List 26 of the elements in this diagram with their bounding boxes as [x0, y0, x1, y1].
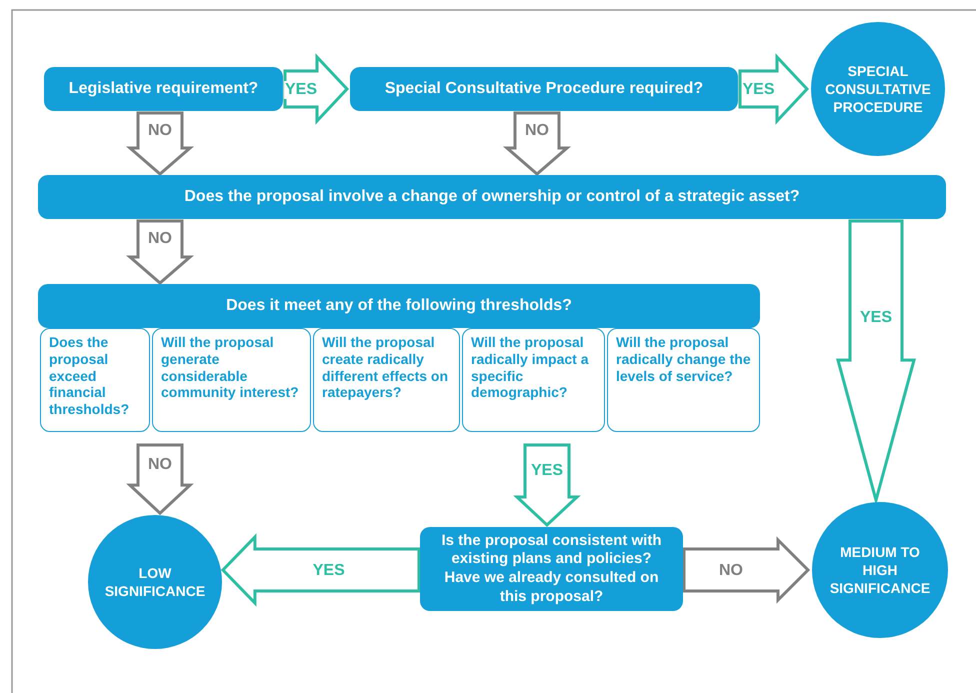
criterion-box: [313, 328, 460, 432]
decision-box: [350, 67, 738, 111]
criterion-box: [607, 328, 760, 432]
outcome-text: LOW SIGNIFICANCE: [104, 564, 206, 600]
question-text: Legislative requirement?: [68, 80, 258, 98]
decision-box: [44, 67, 283, 111]
question-text: Will the proposal radically change the levels of service?: [616, 334, 751, 384]
outcome-text: MEDIUM TO HIGH SIGNIFICANCE: [828, 542, 932, 598]
criterion-box: [462, 328, 605, 432]
edge-label: YES: [284, 81, 318, 99]
criterion-box: [152, 328, 311, 432]
decision-box: [38, 284, 760, 328]
question-text: Special Consultative Procedure required?: [384, 80, 704, 98]
outcome-text: SPECIAL CONSULTATIVE PROCEDURE: [825, 62, 931, 116]
decision-box: [420, 527, 683, 611]
question-text: Will the proposal generate considerable community interest?: [161, 334, 300, 402]
question-text: Will the proposal create radically different effects on ratepayers?: [322, 334, 450, 402]
question-text: Is the proposal consistent with existing plans and policies? Have we already consulted on this proposal?: [440, 532, 663, 606]
block-arrow: [682, 536, 810, 604]
question-text: Does it meet any of the following thresholds?: [226, 297, 572, 315]
question-text: Does the proposal involve a change of ownership or control of a strategic asset?: [184, 188, 800, 206]
criterion-box: [40, 328, 150, 432]
question-text: Does the proposal exceed financial thresholds?: [49, 334, 130, 418]
block-arrow: [220, 533, 420, 607]
decision-box: [38, 175, 946, 219]
question-text: Will the proposal radically impact a specific demographic?: [471, 334, 590, 402]
